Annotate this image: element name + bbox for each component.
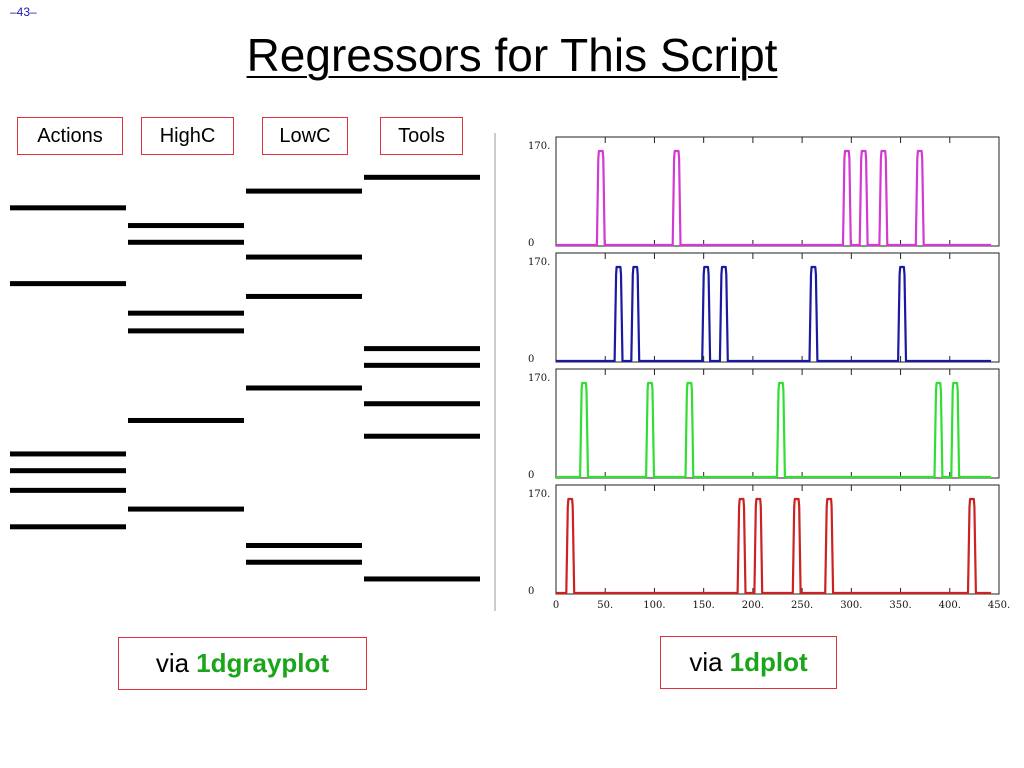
gray-block — [10, 468, 126, 474]
gray-block — [364, 401, 480, 407]
gray-block — [10, 205, 126, 211]
gray-block — [10, 451, 126, 457]
gray-block — [246, 385, 362, 391]
gray-block — [364, 174, 480, 180]
gray-block — [246, 188, 362, 194]
x-tick-label: 0 — [553, 600, 559, 611]
y-tick-zero: 0 — [528, 470, 534, 481]
plot-frame — [555, 136, 1000, 247]
y-tick-max: 170. — [528, 373, 550, 384]
y-tick-zero: 0 — [528, 238, 534, 249]
gray-block — [246, 254, 362, 260]
plot-frame — [555, 252, 1000, 363]
label-tools: Tools — [380, 117, 463, 155]
x-tick-label: 450. — [988, 600, 1010, 611]
x-tick-label: 400. — [939, 600, 961, 611]
y-tick-zero: 0 — [528, 586, 534, 597]
x-tick-label: 150. — [693, 600, 715, 611]
x-tick-label: 350. — [889, 600, 911, 611]
slide-title: Regressors for This Script — [246, 29, 778, 81]
y-tick-max: 170. — [528, 141, 550, 152]
page-number: –43– — [10, 5, 37, 19]
gray-block — [10, 524, 126, 530]
caption-grayplot: via 1dgrayplot — [118, 637, 367, 690]
caption-1dplot-name: 1dplot — [729, 647, 808, 677]
label-highc: HighC — [141, 117, 234, 155]
series-line — [556, 265, 992, 363]
gray-block — [128, 417, 244, 423]
x-tick-label: 50. — [597, 600, 613, 611]
series-line — [556, 149, 992, 247]
gray-block — [128, 506, 244, 512]
gray-block — [10, 487, 126, 493]
gray-block — [246, 293, 362, 299]
plot-frame — [555, 484, 1000, 595]
line-plot-panel: 170. 0 170. 0 170. 0 170. 0 0 50. 100. 150. 200. 250.… — [528, 136, 1010, 611]
gray-block — [128, 328, 244, 334]
gray-block — [128, 223, 244, 229]
grayplot-panel — [10, 133, 496, 611]
series-line — [556, 381, 992, 479]
grayplot-border — [494, 133, 496, 611]
caption-1dplot: via 1dplot — [660, 636, 837, 689]
gray-block — [364, 576, 480, 582]
x-tick-label: 200. — [742, 600, 764, 611]
caption-grayplot-name: 1dgrayplot — [196, 648, 330, 678]
y-tick-zero: 0 — [528, 354, 534, 365]
gray-block — [364, 346, 480, 352]
x-tick-label: 100. — [643, 600, 665, 611]
y-tick-max: 170. — [528, 489, 550, 500]
x-tick-label: 250. — [791, 600, 813, 611]
series-line — [556, 497, 992, 595]
gray-block — [364, 433, 480, 439]
x-tick-label: 300. — [840, 600, 862, 611]
label-actions: Actions — [17, 117, 123, 155]
gray-block — [128, 310, 244, 316]
gray-block — [364, 362, 480, 368]
gray-block — [10, 281, 126, 287]
gray-block — [246, 542, 362, 548]
y-tick-max: 170. — [528, 257, 550, 268]
gray-block — [246, 559, 362, 565]
label-lowc: LowC — [262, 117, 348, 155]
gray-block — [128, 239, 244, 245]
